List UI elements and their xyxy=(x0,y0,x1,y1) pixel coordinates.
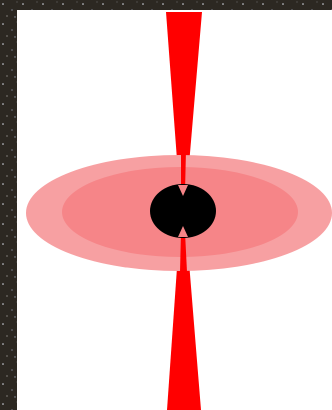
black-hole xyxy=(150,184,216,238)
